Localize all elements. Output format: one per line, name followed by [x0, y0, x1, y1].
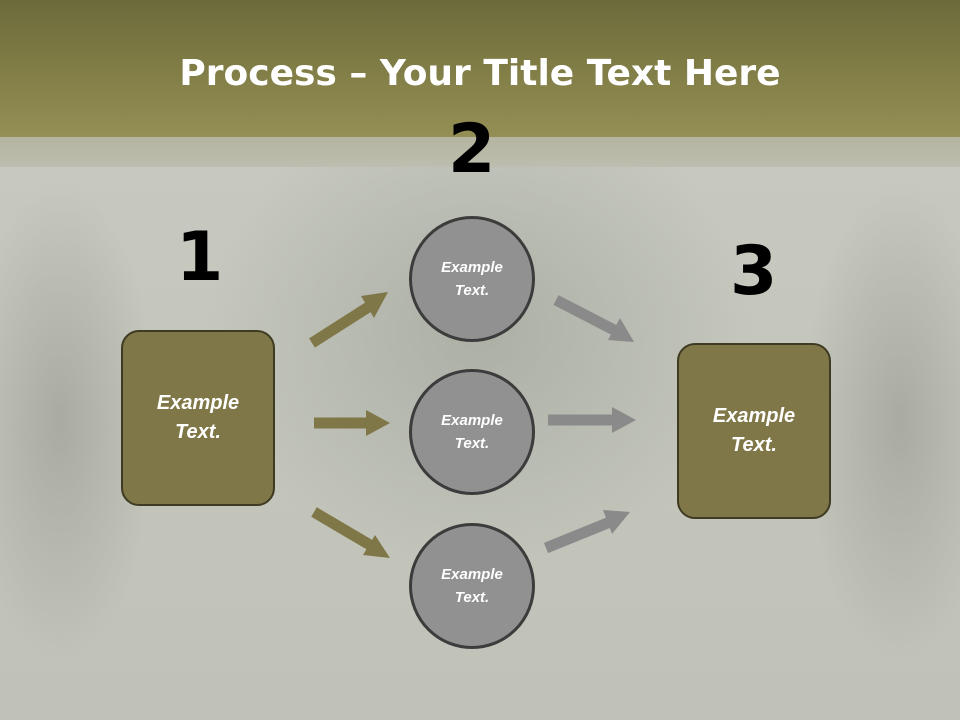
- step-box-right: Example Text.: [677, 343, 831, 519]
- title-bold: Process: [179, 53, 337, 94]
- title-rest: – Your Title Text Here: [336, 53, 781, 94]
- step-box-right-text: Example Text.: [712, 405, 796, 456]
- step-number-2: 2: [448, 110, 496, 189]
- title-banner: [0, 0, 960, 137]
- arrow-left-to-top: [309, 292, 388, 348]
- step-circle-top-text: Example Text.: [441, 259, 503, 299]
- arrow-bottom-to-right: [543, 510, 630, 554]
- arrow-middle-to-right: [548, 407, 636, 433]
- step-circle-bottom: Example Text.: [409, 523, 535, 649]
- step-number-1: 1: [176, 218, 224, 297]
- step-box-left: Example Text.: [121, 330, 275, 506]
- step-circle-top: Example Text.: [409, 216, 535, 342]
- slide-title: Process – Your Title Text Here: [0, 52, 960, 96]
- step-box-left-text: Example Text.: [156, 392, 240, 443]
- step-circle-middle-text: Example Text.: [441, 412, 503, 452]
- banner-strip: [0, 137, 960, 167]
- arrow-top-to-right: [553, 295, 634, 342]
- step-circle-middle: Example Text.: [409, 369, 535, 495]
- step-number-3: 3: [730, 232, 778, 311]
- arrow-left-to-bottom: [311, 507, 390, 558]
- arrow-left-to-middle: [314, 410, 390, 436]
- step-circle-bottom-text: Example Text.: [441, 566, 503, 606]
